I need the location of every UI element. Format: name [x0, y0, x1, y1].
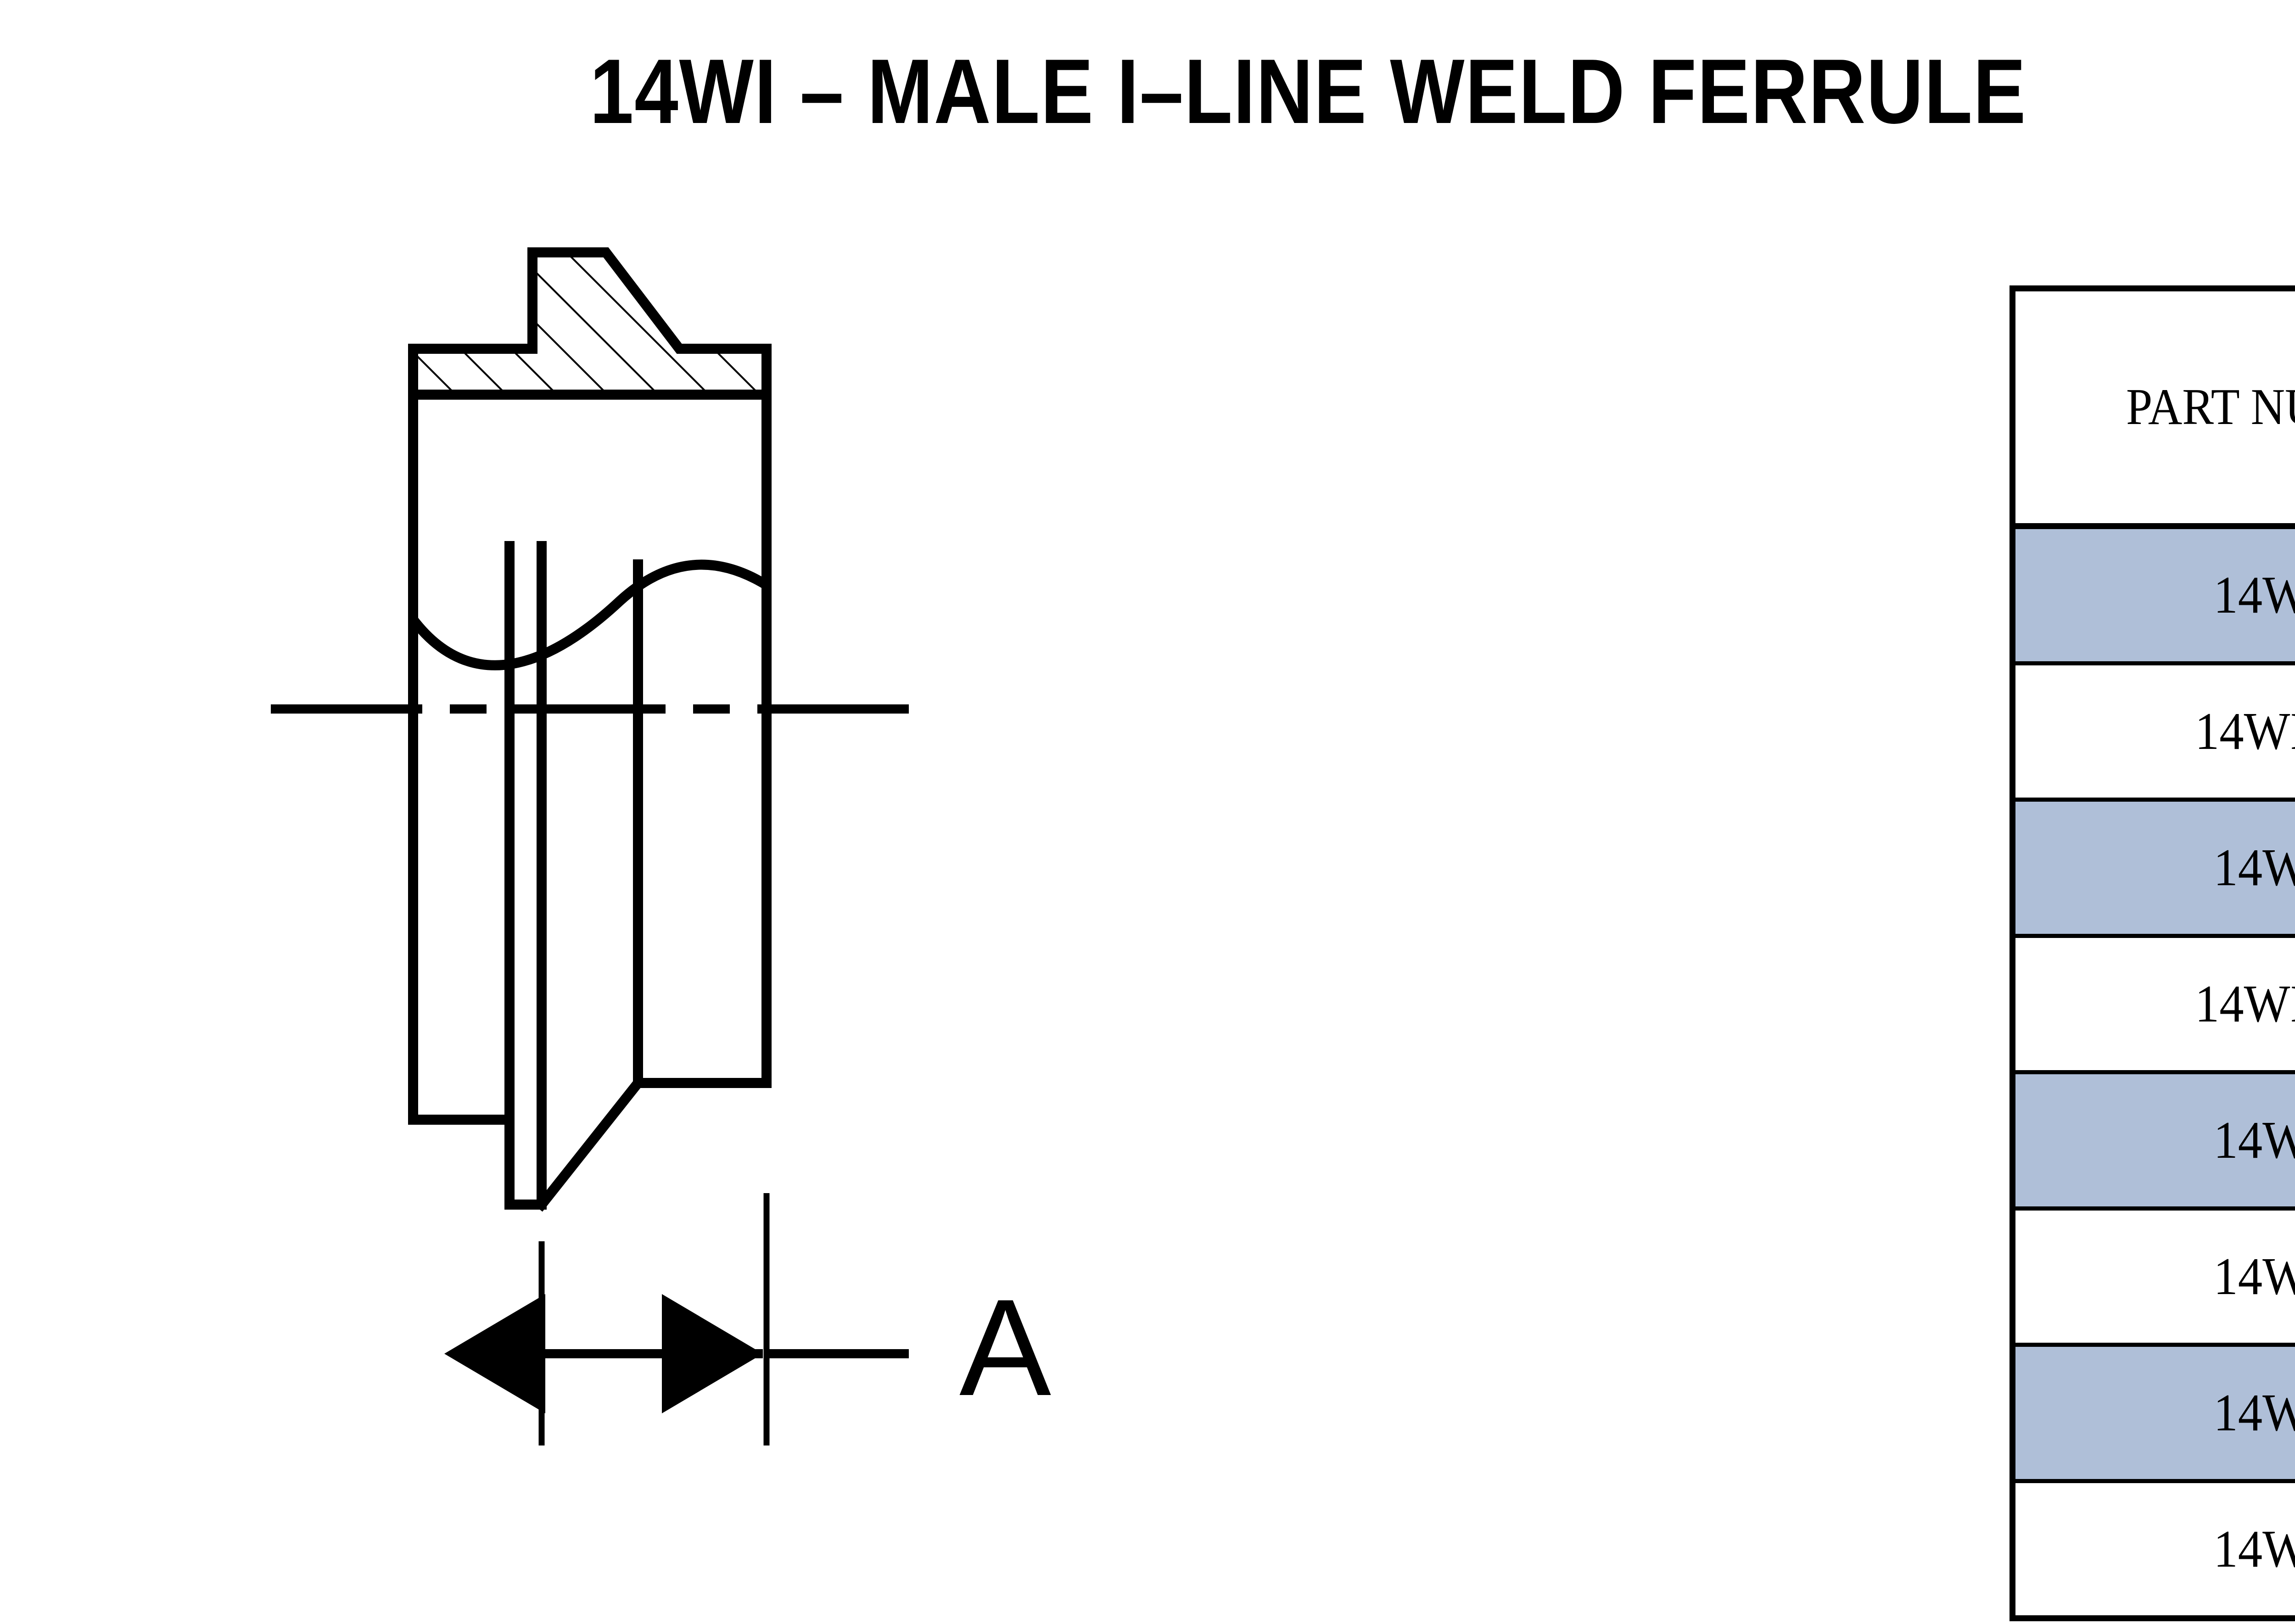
part-number-cell-text: 14WI-6 — [2213, 1383, 2295, 1442]
column-header-part-number-label: PART NUMBER — [2126, 378, 2295, 435]
part-number-cell: 14WI-2 — [2011, 798, 2295, 938]
column-header-part-number: PART NUMBER — [2011, 287, 2295, 529]
part-number-cell-text: 14WI-8 — [2213, 1519, 2295, 1579]
table-row: 14WI-22.780 — [2011, 798, 2295, 938]
part-number-cell-text: 14WI-1 — [2213, 565, 2295, 625]
table-row: 14WI-441.037 — [2011, 1206, 2295, 1347]
table-row: 14WI-11.589 — [2011, 524, 2295, 665]
table-row: 14WI-33.912 — [2011, 1070, 2295, 1211]
part-number-cell: 14WI-3 — [2011, 1070, 2295, 1211]
ferrule-section-drawing: A — [271, 247, 1052, 1445]
section-outline — [408, 247, 772, 400]
table-row: 14WI-2.52-1/2.850 — [2011, 934, 2295, 1074]
table-row: 14WI-1.51-1/2.746 — [2011, 661, 2295, 802]
technical-drawing: A — [257, 197, 1450, 1528]
section-hatch-region — [413, 252, 767, 395]
part-number-cell: 14WI-4 — [2011, 1206, 2295, 1347]
dimension-a-label: A — [959, 1270, 1052, 1424]
break-line — [408, 559, 772, 670]
part-number-cell: 14WI-1.5 — [2011, 661, 2295, 802]
part-number-cell: 14WI-8 — [2011, 1479, 2295, 1620]
table-header: PART NUMBER SIZE (inches) A (inches) — [2011, 287, 2295, 529]
part-number-cell: 14WI-6 — [2011, 1343, 2295, 1483]
page-title: 14WI – MALE I–LINE WELD FERRULE — [589, 40, 2027, 143]
spec-table: PART NUMBER SIZE (inches) A (inches) 14W… — [2010, 285, 2295, 1621]
table-row: 14WI-66.818 — [2011, 1343, 2295, 1483]
dimension-a — [444, 1193, 909, 1445]
part-number-cell-text: 14WI-4 — [2213, 1247, 2295, 1306]
part-number-cell-text: 14WI-2 — [2213, 838, 2295, 897]
table-header-row: PART NUMBER SIZE (inches) A (inches) — [2011, 287, 2295, 529]
spec-table-container: PART NUMBER SIZE (inches) A (inches) 14W… — [2010, 285, 2295, 1621]
ferrule-body-outline — [408, 390, 772, 1212]
part-number-cell-text: 14WI-2.5 — [2195, 974, 2295, 1033]
part-number-cell-text: 14WI-3 — [2213, 1111, 2295, 1170]
table-body: 14WI-11.58914WI-1.51-1/2.74614WI-22.7801… — [2011, 524, 2295, 1620]
part-number-cell: 14WI-1 — [2011, 524, 2295, 665]
part-number-cell: 14WI-2.5 — [2011, 934, 2295, 1074]
part-number-cell-text: 14WI-1.5 — [2195, 702, 2295, 761]
table-row: 14WI-88.818 — [2011, 1479, 2295, 1620]
